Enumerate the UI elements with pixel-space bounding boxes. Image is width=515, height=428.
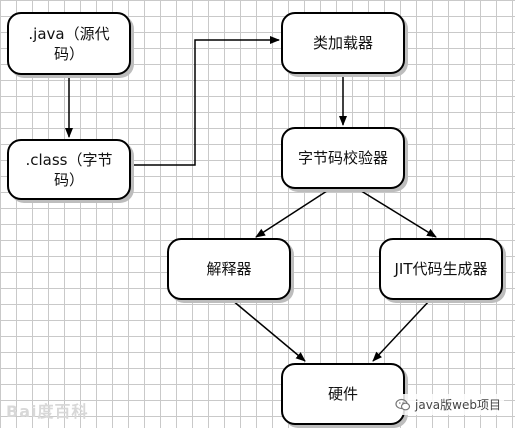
wechat-icon xyxy=(395,397,411,413)
arrow-jit-to-hardware xyxy=(372,299,431,362)
arrow-class-to-loader xyxy=(131,36,280,166)
node-interpreter-label: 解释器 xyxy=(206,260,252,278)
node-hardware: 硬件 xyxy=(281,363,405,425)
node-java-source: .java（源代码） xyxy=(7,12,131,75)
node-class-loader-label: 类加载器 xyxy=(312,34,373,52)
node-hardware-label: 硬件 xyxy=(327,385,358,403)
node-jit-generator: JIT代码生成器 xyxy=(379,238,503,300)
node-interpreter: 解释器 xyxy=(167,238,291,300)
node-class-bytecode-label: .class（字节码） xyxy=(25,150,113,189)
baidu-watermark: Bai度百科 xyxy=(6,402,89,421)
arrow-interpreter-to-hardware xyxy=(231,299,306,362)
source-tag: java版web项目 xyxy=(392,394,504,415)
node-bytecode-verifier-label: 字节码校验器 xyxy=(297,149,388,167)
node-class-bytecode: .class（字节码） xyxy=(7,139,131,200)
source-tag-label: java版web项目 xyxy=(415,398,501,412)
arrow-verifier-to-jit xyxy=(357,188,437,238)
node-bytecode-verifier: 字节码校验器 xyxy=(281,127,405,189)
node-java-source-label: .java（源代码） xyxy=(28,24,110,63)
node-jit-generator-label: JIT代码生成器 xyxy=(394,260,488,278)
node-class-loader: 类加载器 xyxy=(281,12,405,74)
arrow-verifier-to-interpreter xyxy=(255,188,331,238)
